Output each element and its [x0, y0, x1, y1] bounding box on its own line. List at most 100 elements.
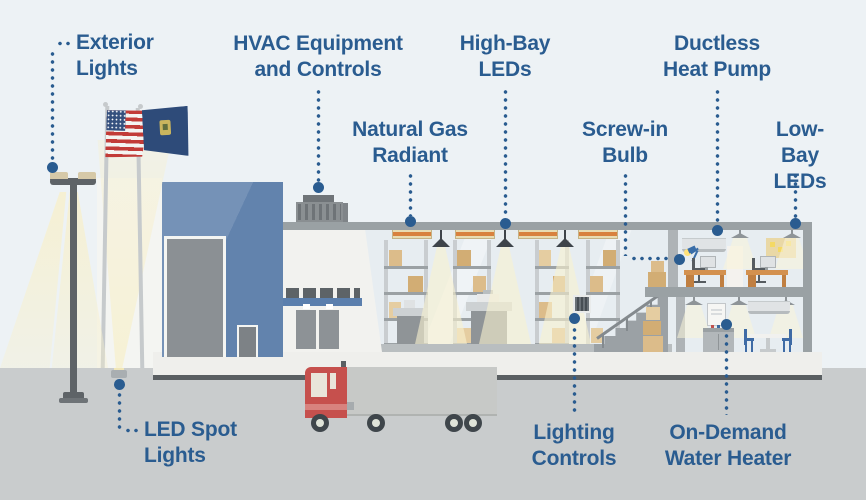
radiant-heater [455, 229, 495, 239]
low-bay-light [693, 297, 695, 301]
desk-leg [686, 275, 694, 287]
break-table-leg [766, 338, 770, 350]
box [643, 321, 661, 335]
stair-baluster [626, 317, 628, 331]
high-bay-light [504, 230, 506, 240]
leader-dot-water-heater [721, 319, 732, 330]
office-chair-seat [692, 268, 707, 271]
box [603, 250, 616, 266]
truck-wheel-hub [450, 419, 458, 427]
cabinet-door-line [718, 334, 719, 350]
led-spot-fixture [111, 370, 127, 378]
dock-sensor [326, 304, 333, 309]
low-bay-light-shade [685, 300, 703, 305]
low-bay-light [791, 230, 793, 234]
workbench-item [483, 290, 493, 295]
break-chair-leg [745, 341, 747, 352]
leader-led-spot [124, 428, 141, 433]
rack-shelf [453, 292, 491, 295]
lighting-control-panel [573, 295, 591, 313]
box [646, 307, 660, 320]
high-bay-light-shade [496, 238, 514, 247]
desk-leg [782, 275, 786, 287]
monitor-stand [765, 267, 768, 270]
sticky-note [778, 247, 783, 252]
box [473, 276, 486, 292]
truck-wheel-hub [316, 419, 324, 427]
flagpole-finial [103, 102, 108, 107]
hvac-unit [296, 202, 343, 222]
exterior-light-lamp [78, 172, 96, 181]
truck-connector [340, 402, 354, 410]
workbench-item [477, 294, 499, 302]
leader-hvac [316, 88, 321, 182]
leader-low-bay [793, 172, 798, 218]
label-ductless-heat-pump: Ductless Heat Pump [663, 32, 771, 81]
dock-sensor [303, 304, 310, 309]
dock-door [296, 310, 316, 349]
leader-dot-lighting-controls [569, 313, 580, 324]
break-chair-leg [789, 341, 791, 352]
box [590, 276, 603, 292]
high-bay-light [440, 230, 442, 240]
leader-exterior-lights [50, 50, 55, 162]
stair-baluster [602, 334, 604, 348]
high-bay-light-shade [432, 238, 450, 247]
desk-leg [748, 275, 756, 287]
label-exterior-lights: Exterior Lights [76, 31, 154, 80]
rack-shelf [586, 292, 620, 295]
truck-exhaust [341, 361, 346, 369]
leader-led-spot [117, 391, 122, 429]
rack-shelf [586, 318, 620, 321]
leader-dot-screw-in [674, 254, 685, 265]
leader-dot-ductless [712, 225, 723, 236]
rack-shelf [586, 266, 620, 269]
box [408, 276, 423, 292]
break-table-top [750, 334, 786, 338]
office-chair [752, 258, 755, 272]
break-table-base [760, 349, 776, 352]
break-chair [744, 329, 747, 345]
rack-shelf [535, 266, 569, 269]
water-heater-panel [711, 309, 722, 311]
workbench-top [393, 308, 428, 316]
rack-post [535, 240, 539, 352]
leader-high-bay [503, 88, 508, 218]
rack-shelf [453, 266, 491, 269]
leader-ductless [715, 88, 720, 225]
hvac-unit-cap [303, 195, 334, 202]
box [643, 336, 663, 352]
truck-trailer [347, 367, 497, 416]
leader-screw-in [623, 172, 628, 256]
led-spot-fixture-glow [114, 368, 124, 371]
low-bay-light-shade [730, 300, 748, 305]
flagpole-finial [138, 104, 143, 109]
desk [746, 270, 788, 275]
desk-leg [720, 275, 724, 287]
cab-window [330, 373, 336, 389]
ductless-heat-pump-unit [748, 301, 790, 314]
leader-dot-hvac [313, 182, 324, 193]
leader-dot-high-bay [500, 218, 511, 229]
rack-shelf [384, 266, 428, 269]
light-pole-base [63, 392, 84, 400]
heat-pump-vent [748, 311, 790, 314]
break-chair [789, 329, 792, 345]
leader-dot-exterior-lights [47, 162, 58, 173]
us-flag-canton [106, 109, 126, 131]
monitor [760, 256, 776, 268]
break-chair-seat [744, 338, 754, 341]
radiant-heater [518, 229, 558, 239]
light-pole-foot [59, 398, 88, 403]
desk-lamp-glow [684, 249, 691, 256]
label-natural-gas-radiant: Natural Gas Radiant [352, 118, 468, 167]
monitor [700, 256, 716, 268]
desk [684, 270, 726, 275]
high-bay-light [564, 230, 566, 240]
monitor-stand [705, 267, 708, 270]
blue-facade [162, 182, 283, 357]
box [651, 261, 664, 272]
cab-window [311, 373, 327, 397]
low-bay-light [739, 230, 741, 234]
break-chair-leg [751, 341, 753, 352]
